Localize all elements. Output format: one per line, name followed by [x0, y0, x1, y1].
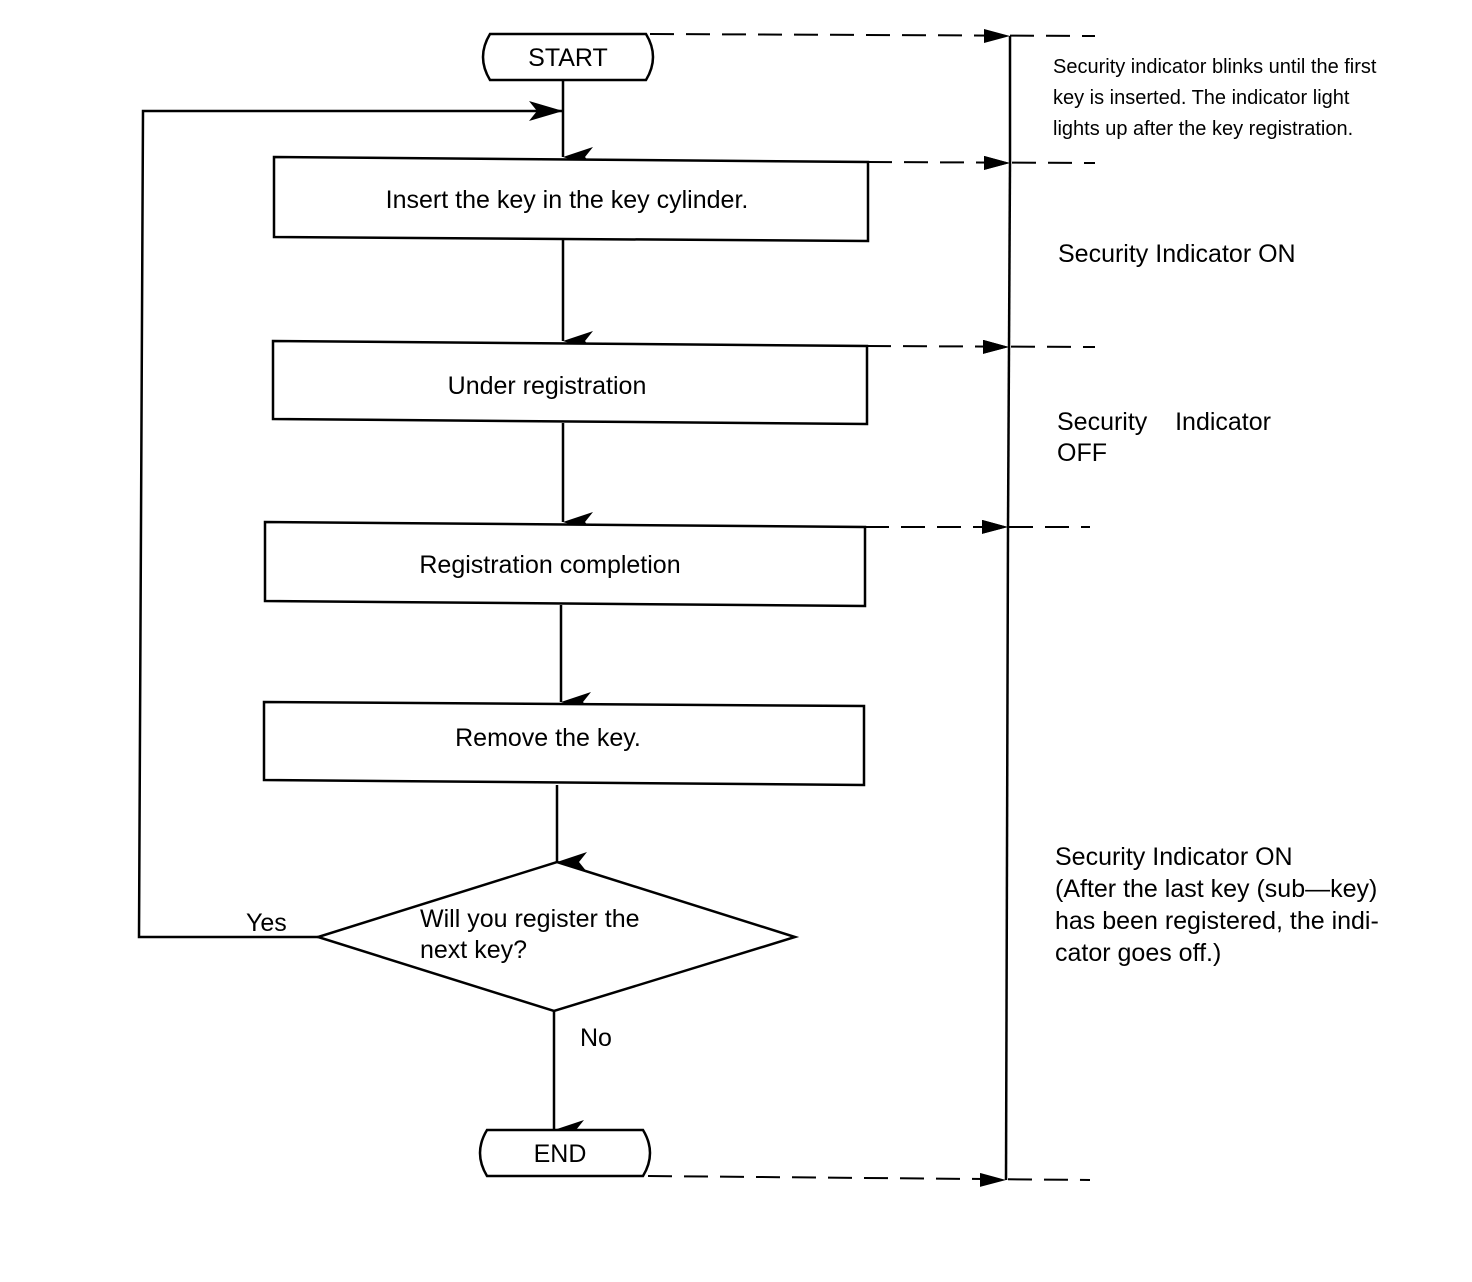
phase-boundary-2 [867, 161, 1096, 164]
phase-note-3: Security Indicator OFF [1057, 408, 1271, 467]
step-under-registration-label: Under registration [448, 372, 647, 400]
phase-note-1-line3: lights up after the key registration. [1053, 118, 1353, 140]
step-registration-completion: Registration completion [263, 520, 867, 608]
step-remove-key-label: Remove the key. [455, 724, 641, 752]
branch-yes-label: Yes [246, 909, 287, 937]
end-label: END [534, 1140, 587, 1168]
decision-label-line2: next key? [420, 936, 527, 964]
step-insert-key: Insert the key in the key cylinder. [272, 155, 870, 243]
phase-note-4-line2: (After the last key (sub—key) [1055, 875, 1377, 903]
phase-note-3-line1: Security Indicator [1057, 408, 1271, 436]
phase-note-3-line2: OFF [1057, 439, 1107, 467]
step-remove-key: Remove the key. [262, 700, 866, 787]
decision-label-line1: Will you register the [420, 905, 640, 933]
phase-note-1: Security indicator blinks until the firs… [1053, 56, 1377, 140]
phase-span-4 [979, 519, 1010, 1187]
phase-note-4: Security Indicator ON (After the last ke… [1055, 843, 1379, 967]
phase-span-3 [981, 339, 1011, 534]
start-terminator: START [481, 32, 655, 82]
phase-boundary-1 [649, 33, 1096, 37]
connector-yes-loop [137, 101, 563, 939]
phase-note-4-line1: Security Indicator ON [1055, 843, 1293, 871]
phase-note-4-line4: cator goes off.) [1055, 939, 1221, 967]
phase-boundary-3 [866, 345, 1096, 348]
start-label: START [528, 44, 608, 72]
step-under-registration: Under registration [271, 339, 869, 426]
end-terminator: END [478, 1128, 652, 1178]
phase-note-1-line1: Security indicator blinks until the firs… [1053, 56, 1377, 78]
step-insert-key-label: Insert the key in the key cylinder. [386, 186, 749, 214]
phase-span-2 [982, 155, 1012, 354]
branch-no-label: No [580, 1024, 612, 1052]
phase-note-1-line2: key is inserted. The indicator light [1053, 87, 1350, 109]
step-registration-completion-label: Registration completion [419, 551, 680, 579]
phase-boundary-5 [647, 1175, 1091, 1181]
phase-note-2: Security Indicator ON [1058, 240, 1296, 268]
phase-note-2-text: Security Indicator ON [1058, 240, 1296, 268]
decision-register-next-key: Will you register the next key? [313, 860, 800, 1013]
phase-note-4-line3: has been registered, the indi- [1055, 907, 1379, 935]
